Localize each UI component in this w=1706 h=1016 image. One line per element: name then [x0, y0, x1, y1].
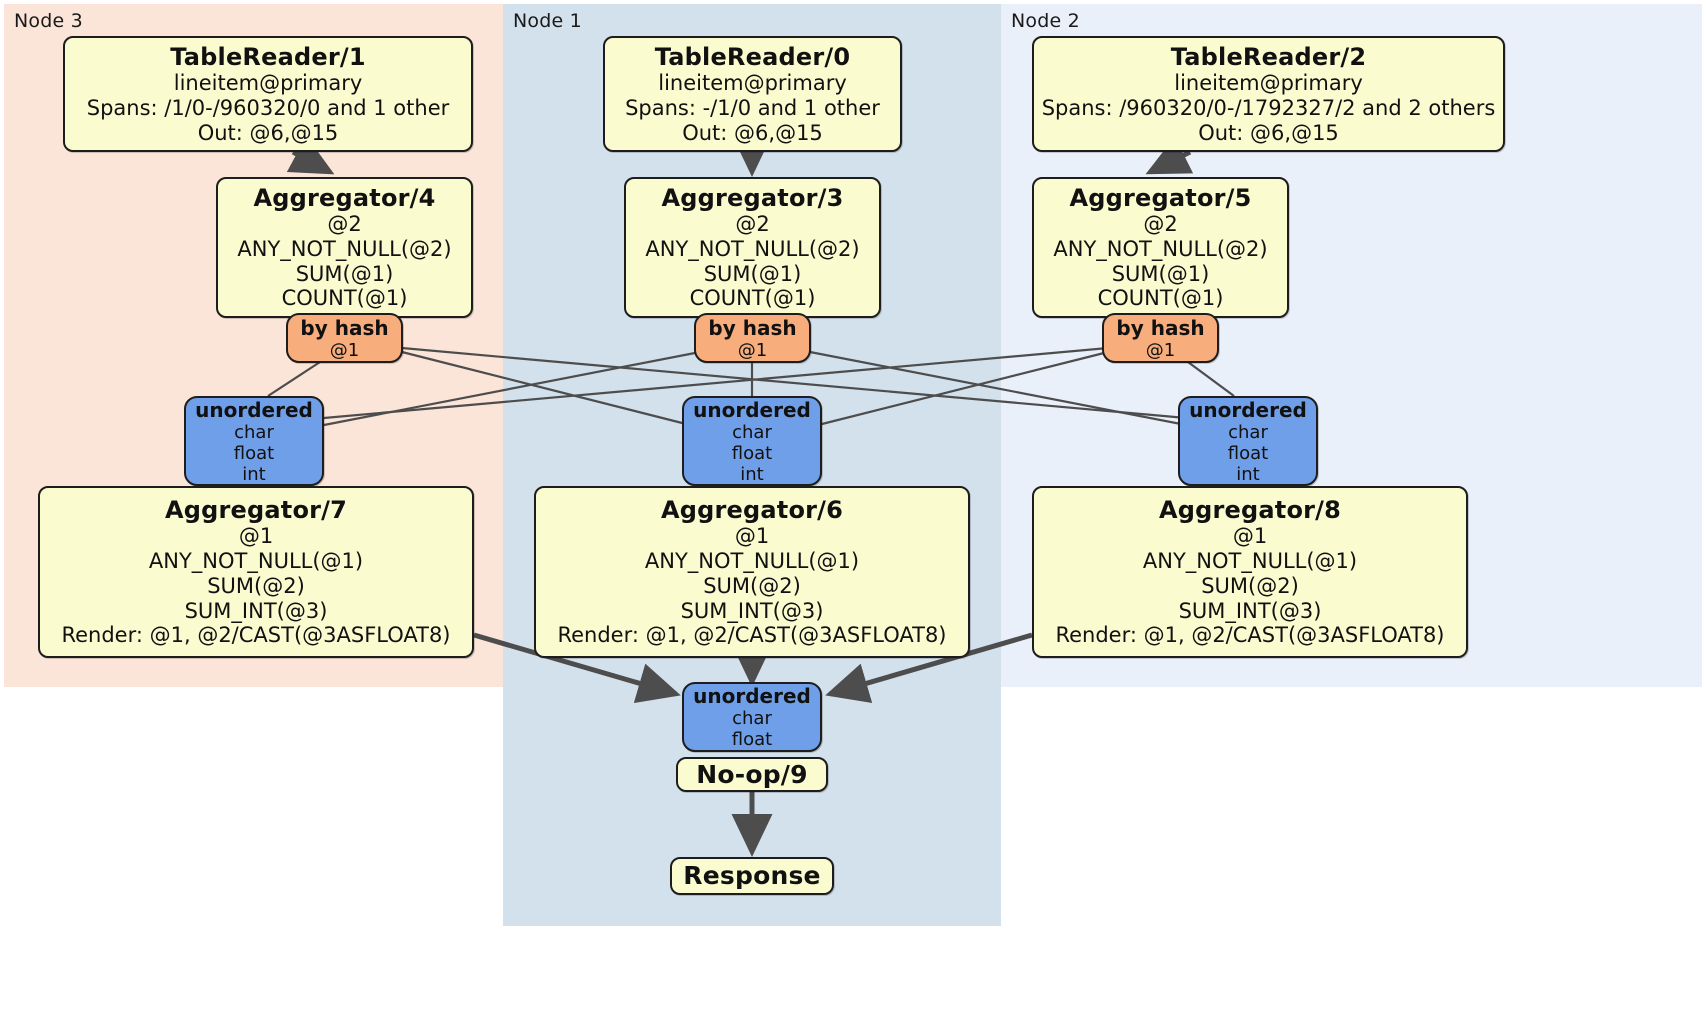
processor-line: SUM_INT(@3): [680, 598, 824, 623]
processor-line: SUM(@1): [1111, 261, 1210, 286]
processor-aggregator-6[interactable]: Aggregator/6 @1 ANY_NOT_NULL(@1) SUM(@2)…: [534, 486, 970, 658]
router-line: int: [242, 463, 266, 485]
processor-line: ANY_NOT_NULL(@2): [237, 236, 452, 261]
router-title: unordered: [693, 684, 811, 708]
processor-title: Aggregator/4: [253, 183, 436, 212]
processor-aggregator-4[interactable]: Aggregator/4 @2 ANY_NOT_NULL(@2) SUM(@1)…: [216, 177, 473, 318]
processor-aggregator-8[interactable]: Aggregator/8 @1 ANY_NOT_NULL(@1) SUM(@2)…: [1032, 486, 1468, 658]
processor-line: lineitem@primary: [173, 71, 363, 95]
router-title: by hash: [300, 315, 389, 340]
processor-title: No-op/9: [696, 759, 808, 789]
processor-line: ANY_NOT_NULL(@2): [1053, 236, 1268, 261]
processor-line: lineitem@primary: [1174, 71, 1363, 95]
router-line: float: [1227, 442, 1269, 464]
router-line: char: [732, 421, 772, 443]
processor-title: TableReader/2: [1170, 42, 1367, 71]
processor-line: Out: @6,@15: [197, 120, 339, 145]
processor-line: @2: [735, 212, 770, 237]
processor-line: SUM_INT(@3): [184, 598, 328, 623]
processor-line: COUNT(@1): [281, 286, 408, 311]
router-line: float: [233, 442, 275, 464]
router-line: float: [731, 442, 773, 464]
processor-line: @2: [327, 212, 362, 237]
router-line: @1: [329, 339, 360, 361]
processor-line: Spans: /960320/0-/1792327/2 and 2 others: [1041, 95, 1496, 120]
processor-line: COUNT(@1): [1097, 286, 1224, 311]
processor-line: @1: [1232, 524, 1268, 549]
node-panel-label-node3: Node 3: [14, 10, 83, 32]
processor-line: SUM(@1): [703, 261, 802, 286]
router-unordered-right[interactable]: unordered char float int: [1178, 396, 1318, 486]
processor-line: SUM(@1): [295, 261, 394, 286]
processor-line: Render: @1, @2/CAST(@3ASFLOAT8): [1055, 623, 1445, 648]
processor-line: ANY_NOT_NULL(@1): [148, 549, 364, 573]
processor-aggregator-7[interactable]: Aggregator/7 @1 ANY_NOT_NULL(@1) SUM(@2)…: [38, 486, 474, 658]
processor-line: SUM_INT(@3): [1178, 598, 1322, 623]
router-line: int: [1236, 463, 1260, 485]
router-line: char: [234, 421, 274, 443]
router-line: @1: [737, 339, 768, 361]
router-by-hash-center[interactable]: by hash @1: [694, 313, 811, 363]
router-title: by hash: [708, 315, 797, 340]
processor-table-reader-2[interactable]: TableReader/2 lineitem@primary Spans: /9…: [1032, 36, 1505, 152]
router-line: char: [732, 708, 772, 729]
processor-line: lineitem@primary: [658, 71, 847, 95]
processor-line: Spans: -/1/0 and 1 other: [625, 95, 880, 120]
processor-line: @1: [238, 524, 274, 549]
router-unordered-final[interactable]: unordered char float: [682, 682, 822, 752]
processor-line: @2: [1143, 212, 1178, 237]
processor-aggregator-3[interactable]: Aggregator/3 @2 ANY_NOT_NULL(@2) SUM(@1)…: [624, 177, 881, 318]
processor-line: Spans: /1/0-/960320/0 and 1 other: [86, 95, 450, 120]
router-line: float: [731, 729, 773, 750]
processor-table-reader-1[interactable]: TableReader/1 lineitem@primary Spans: /1…: [63, 36, 473, 152]
processor-title: Aggregator/5: [1069, 183, 1252, 212]
processor-line: @1: [734, 524, 770, 549]
processor-line: Render: @1, @2/CAST(@3ASFLOAT8): [557, 623, 947, 648]
processor-table-reader-0[interactable]: TableReader/0 lineitem@primary Spans: -/…: [603, 36, 902, 152]
processor-line: ANY_NOT_NULL(@1): [644, 549, 860, 573]
processor-title: Aggregator/8: [1158, 495, 1342, 524]
processor-line: Out: @6,@15: [682, 120, 823, 145]
processor-title: Aggregator/7: [164, 495, 348, 524]
router-by-hash-right[interactable]: by hash @1: [1102, 313, 1219, 363]
processor-line: ANY_NOT_NULL(@1): [1142, 549, 1358, 573]
processor-line: SUM(@2): [207, 573, 305, 598]
router-title: unordered: [195, 397, 313, 422]
router-title: by hash: [1116, 315, 1205, 340]
processor-title: TableReader/1: [170, 42, 366, 71]
router-unordered-center[interactable]: unordered char float int: [682, 396, 822, 486]
processor-line: SUM(@2): [703, 573, 801, 598]
router-title: unordered: [693, 397, 811, 422]
processor-line: Out: @6,@15: [1198, 120, 1339, 145]
router-line: int: [740, 463, 764, 485]
processor-line: Render: @1, @2/CAST(@3ASFLOAT8): [61, 623, 451, 648]
router-by-hash-left[interactable]: by hash @1: [286, 313, 403, 363]
router-line: @1: [1145, 339, 1176, 361]
processor-title: Aggregator/6: [660, 495, 844, 524]
router-line: char: [1228, 421, 1268, 443]
node-panel-label-node1: Node 1: [513, 10, 582, 32]
processor-line: SUM(@2): [1201, 573, 1299, 598]
processor-title: Aggregator/3: [661, 183, 844, 212]
router-title: unordered: [1189, 397, 1307, 422]
processor-response[interactable]: Response: [670, 857, 834, 895]
node-panel-label-node2: Node 2: [1011, 10, 1080, 32]
processor-title: Response: [683, 861, 821, 891]
processor-line: ANY_NOT_NULL(@2): [645, 236, 860, 261]
processor-title: TableReader/0: [654, 42, 851, 71]
processor-line: COUNT(@1): [689, 286, 816, 311]
router-unordered-left[interactable]: unordered char float int: [184, 396, 324, 486]
processor-no-op-9[interactable]: No-op/9: [676, 757, 828, 792]
processor-aggregator-5[interactable]: Aggregator/5 @2 ANY_NOT_NULL(@2) SUM(@1)…: [1032, 177, 1289, 318]
